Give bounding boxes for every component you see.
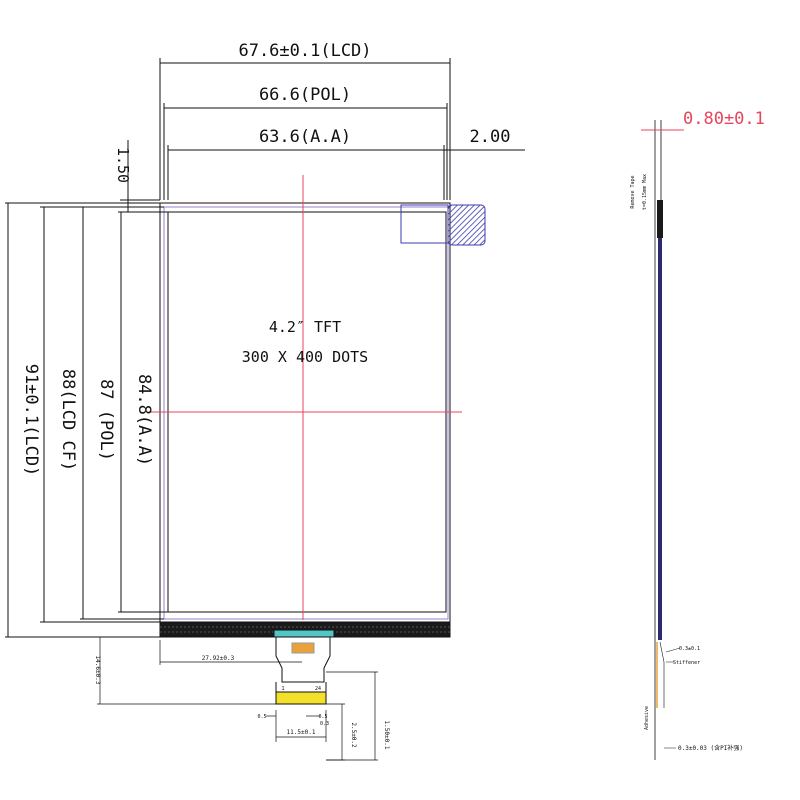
dim-top-margin: 1.50: [114, 147, 132, 183]
front-view: [159, 202, 451, 638]
side-tape-note-1: Remove Tape: [630, 175, 636, 208]
dim-fpc-thickness: 0.3±0.03 (含PI补强): [678, 744, 743, 752]
fpc-contacts: [275, 691, 327, 705]
side-stiffener-dim: 0.3±0.1: [679, 646, 700, 652]
dim-right-margin: 2.00: [470, 127, 511, 147]
pin-first: 1: [281, 686, 284, 692]
dim-fpc-length: 14.6±0.3: [94, 656, 101, 685]
left-dimensions: [5, 202, 168, 638]
panel-size-label: 4.2″ TFT: [269, 318, 341, 336]
corner-mark: [400, 204, 449, 244]
pin-pitch-left: 0.5: [257, 714, 266, 720]
fpc-connector-strip: [273, 629, 335, 638]
fpc-trace-block: [291, 642, 315, 654]
dim-fpc-offset: 27.92±0.3: [202, 655, 235, 662]
side-bottom-note: Adhesive: [644, 706, 650, 730]
dim-lcd-width: 67.6±0.1(LCD): [238, 41, 371, 61]
panel-resolution-label: 300 X 400 DOTS: [242, 348, 368, 366]
side-tape: [657, 200, 663, 238]
dim-pol-width: 66.6(POL): [259, 85, 351, 105]
side-tape-note-2: t=0.15mm Max: [642, 174, 648, 210]
side-panel-body: [658, 200, 662, 640]
dim-fpc-width: 11.5±0.1: [287, 729, 316, 736]
fpc-dimensions: [97, 636, 378, 761]
pin-gap: 0.3: [320, 721, 329, 727]
lcd-outline: [159, 202, 451, 638]
dim-aa-height: 84.8(A.A): [134, 374, 154, 466]
dim-aa-width: 63.6(A.A): [259, 127, 351, 147]
dim-fpc-tail: 2.5±0.2: [350, 722, 357, 748]
fpc-body: [275, 636, 331, 683]
dim-lcd-height: 91±0.1(LCD): [21, 364, 41, 477]
side-view: [641, 120, 684, 760]
dim-pol-height: 87 (POL): [96, 379, 116, 461]
fpc: [273, 629, 335, 705]
side-stiffener-label: Stiffener: [673, 660, 700, 666]
pin-last: 24: [315, 686, 321, 692]
center-crosshair: [150, 175, 462, 620]
tape-tab: [447, 204, 486, 246]
dim-fpc-stub: 1.50±0.1: [383, 721, 390, 750]
pin-pitch-right: 0.5: [318, 714, 327, 720]
dim-thickness: 0.80±0.1: [683, 109, 765, 129]
top-dimensions: [120, 58, 525, 213]
polarizer-outline: [163, 206, 449, 620]
dim-lcd-cf-height: 88(LCD CF): [58, 369, 78, 471]
